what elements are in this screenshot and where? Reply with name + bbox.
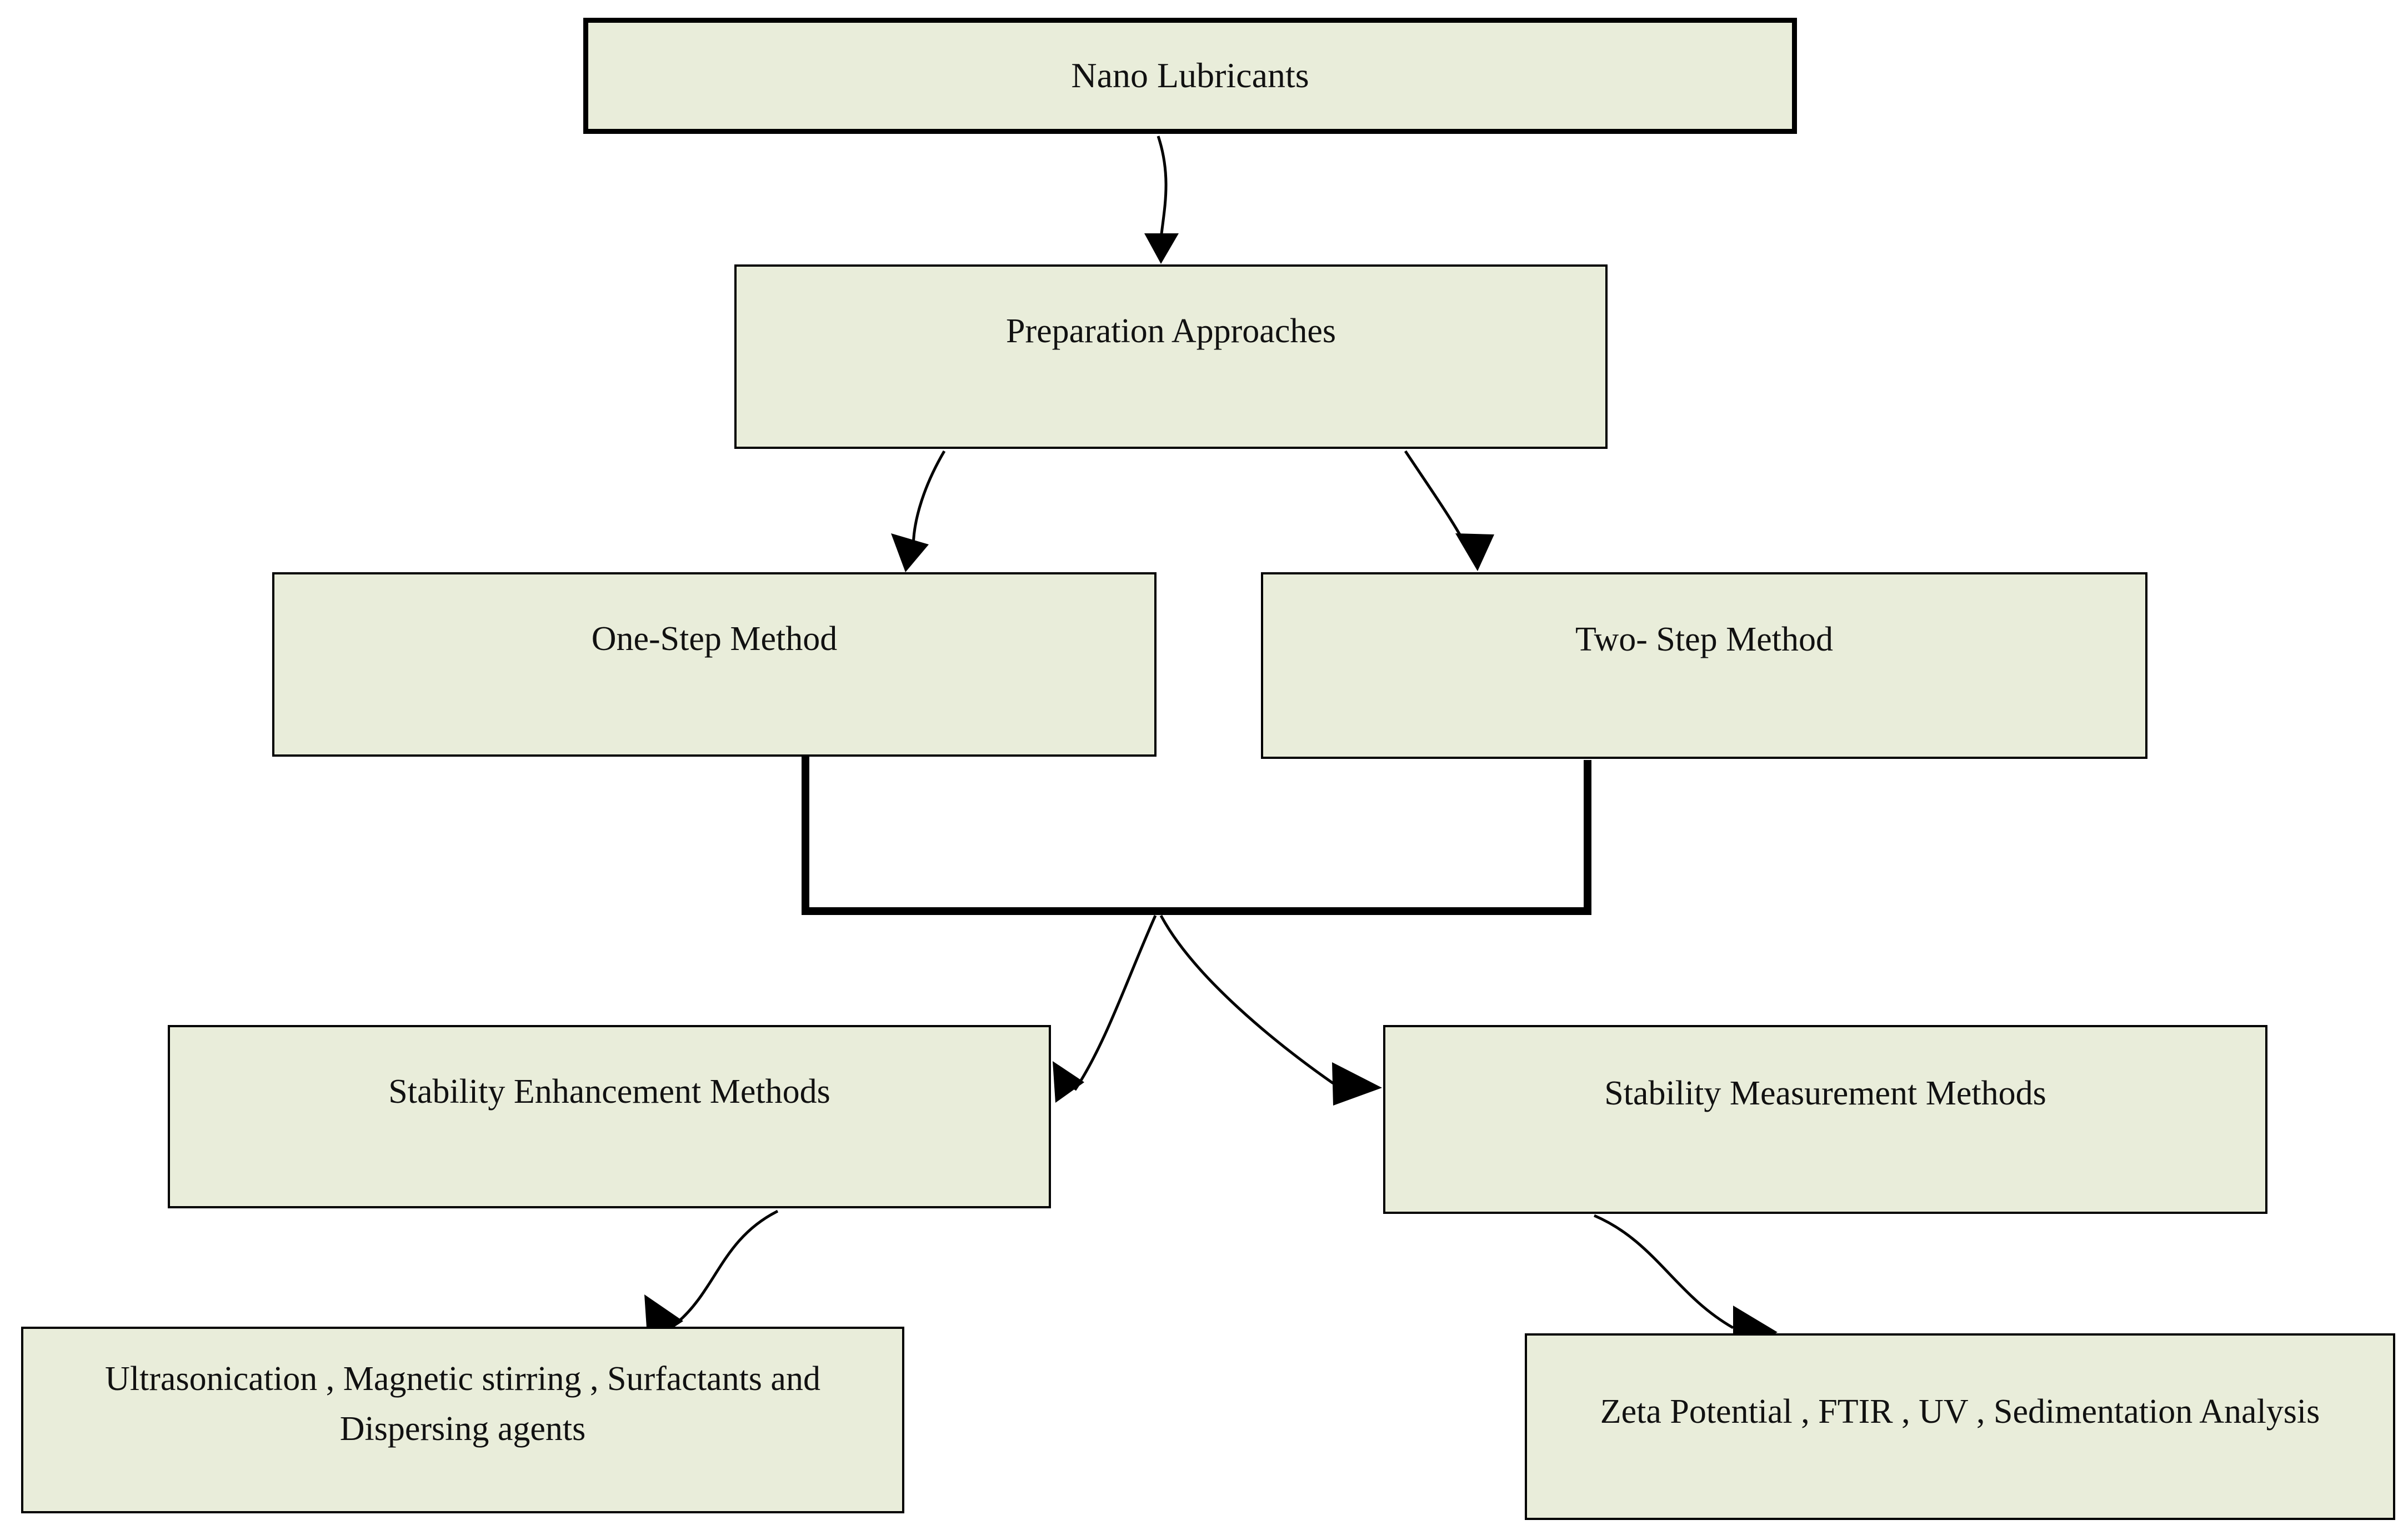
node-label: Preparation Approaches [1006,312,1336,351]
node-label: Stability Enhancement Methods [388,1073,830,1111]
arrowhead-icon [1053,1061,1084,1103]
node-label: Zeta Potential , FTIR , UV , Sedimentati… [1600,1393,2320,1431]
edge-join-to-stability-measurement [1159,914,1382,1106]
node-label: Stability Measurement Methods [1604,1074,2046,1113]
node-label: One-Step Method [591,620,838,658]
node-one-step-method[interactable]: One-Step Method [272,572,1157,757]
node-label: Ultrasonication , Magnetic stirring , Su… [105,1360,820,1448]
edge-enhancement-to-items [644,1209,779,1344]
node-nano-lubricants[interactable]: Nano Lubricants [583,18,1797,134]
edge-join-to-stability-enhancement [1053,914,1157,1103]
node-label: Two- Step Method [1575,621,1834,659]
edge-root-to-preparation [1144,136,1179,264]
node-stability-enhancement-methods[interactable]: Stability Enhancement Methods [168,1025,1051,1208]
node-preparation-approaches[interactable]: Preparation Approaches [734,264,1608,449]
join-bracket [802,757,1591,915]
arrowhead-icon [1455,533,1494,571]
node-label: Nano Lubricants [1071,56,1309,96]
node-stability-measurement-methods[interactable]: Stability Measurement Methods [1383,1025,2267,1214]
node-two-step-method[interactable]: Two- Step Method [1261,572,2147,759]
edge-preparation-to-two-step [1404,450,1494,571]
edge-preparation-to-one-step [891,450,946,572]
arrowhead-icon [1332,1062,1382,1106]
node-measurement-techniques[interactable]: Zeta Potential , FTIR , UV , Sedimentati… [1525,1333,2395,1520]
node-enhancement-techniques[interactable]: Ultrasonication , Magnetic stirring , Su… [21,1327,904,1513]
arrowhead-icon [891,533,929,572]
arrowhead-icon [1144,233,1179,264]
